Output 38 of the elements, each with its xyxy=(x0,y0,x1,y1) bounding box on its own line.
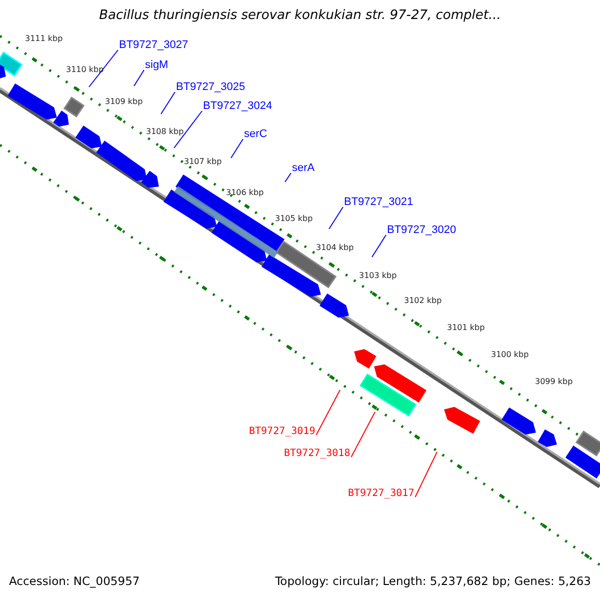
scale-label: 3108 kbp xyxy=(146,127,184,136)
leader-line xyxy=(284,172,292,182)
scale-label: 3102 kbp xyxy=(404,296,442,305)
leader-line xyxy=(414,452,438,498)
scale-label: 3110 kbp xyxy=(66,65,104,74)
scale-label: 3104 kbp xyxy=(316,243,354,252)
leader-line xyxy=(230,138,244,158)
leader-line xyxy=(160,92,176,114)
gene-label: BT9727_3021 xyxy=(344,196,414,209)
gene-label: serC xyxy=(244,128,268,141)
scale-label: 3100 kbp xyxy=(491,350,529,359)
scale-label: 3106 kbp xyxy=(226,188,264,197)
leader-line xyxy=(88,50,118,88)
leader-line xyxy=(372,234,386,258)
gene-label: BT9727_3019 xyxy=(249,425,316,438)
scale-label: 3105 kbp xyxy=(275,214,313,223)
scale-label: 3111 kbp xyxy=(25,34,63,43)
gene-label: BT9727_3025 xyxy=(176,81,246,94)
gene-label: BT9727_3027 xyxy=(119,39,188,52)
gene-label: BT9727_3024 xyxy=(203,100,272,113)
leader-line xyxy=(134,70,144,86)
gene-label: BT9727_3020 xyxy=(387,224,456,237)
gene-label: BT9727_3017 xyxy=(348,487,414,500)
leader-line xyxy=(174,110,202,148)
leader-line xyxy=(328,206,344,230)
leader-line xyxy=(350,412,376,458)
footer-text: Accession: NC_005957 xyxy=(9,575,140,588)
scale-label: 3109 kbp xyxy=(105,97,143,106)
scale-label: 3103 kbp xyxy=(359,271,397,280)
scale-label: 3107 kbp xyxy=(184,157,222,166)
scale-label: 3099 kbp xyxy=(535,377,573,386)
leader-line xyxy=(316,390,340,436)
gene-label: serA xyxy=(292,162,315,175)
gene-label: sigM xyxy=(145,59,168,72)
gene-label: BT9727_3018 xyxy=(284,447,350,460)
chart-title: Bacillus thuringiensis serovar konkukian str. 97-27, complet... xyxy=(98,9,502,22)
scale-label: 3101 kbp xyxy=(447,323,485,332)
footer-text: Topology: circular; Length: 5,237,682 bp; Genes: 5,263 xyxy=(275,575,591,588)
